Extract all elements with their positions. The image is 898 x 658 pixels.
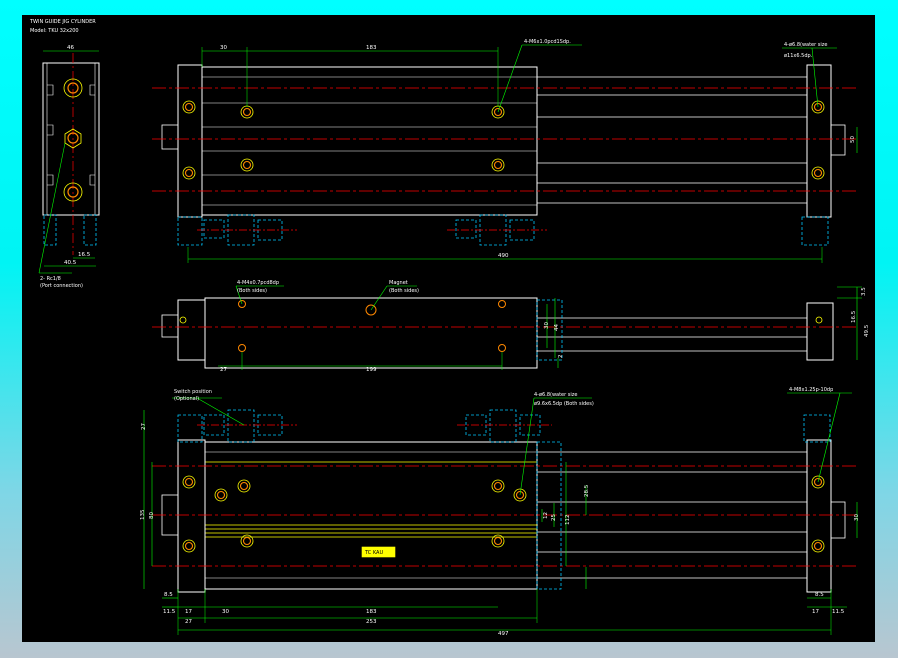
bot-dim-253: 253 — [366, 619, 377, 625]
top-hole-plate-left-upper — [182, 100, 196, 114]
top-dim-30: 30 — [220, 45, 227, 51]
side-dim-40-5: 40.5 — [64, 260, 77, 266]
mid-dim-16-5: 16.5 — [851, 310, 857, 323]
side-dim-46: 46 — [67, 45, 74, 51]
mid-callout-left-sub: (Both sides) — [237, 288, 267, 294]
bot-hole-plate-left-lower — [182, 539, 196, 553]
side-hole-bottom — [63, 182, 83, 202]
mid-magnet — [365, 304, 377, 316]
side-view: 46 16.5 40.5 2- Rc1/8 (Port connection) — [38, 45, 100, 289]
bot-dim-11-5r: 11.5 — [832, 609, 845, 615]
mid-callout-center: Magnet — [389, 280, 408, 286]
top-callout-holes: 4-M6x1.0pcd1Sdp. — [524, 39, 571, 45]
bot-hole-plate-left-upper — [182, 475, 196, 489]
mid-hole-4 — [498, 344, 506, 352]
mid-dim-30: 30 — [544, 322, 550, 329]
bot-dim-27: 27 — [185, 619, 192, 625]
top-dim-490: 490 — [498, 253, 509, 259]
bot-dim-30r: 30 — [854, 514, 860, 521]
bot-dim-8-5r: 8.5 — [815, 592, 824, 598]
bot-hole-plate-right-upper — [811, 475, 825, 489]
side-hole-top — [63, 78, 83, 98]
top-callout-end: 4-ø6.8(water size — [784, 42, 827, 48]
top-dim-183: 183 — [366, 45, 377, 51]
bot-dim-12: 12 — [543, 512, 549, 519]
drawing-title: TWIN GUIDE JIG CYLINDER — [29, 19, 96, 25]
top-port-right — [447, 214, 547, 246]
bottom-rail — [205, 524, 537, 538]
bot-dim-497: 497 — [498, 631, 509, 637]
mid-dim-2: 2 — [558, 355, 564, 359]
mid-dim-3-5: 3.5 — [861, 287, 867, 296]
bot-dim-183: 183 — [366, 609, 377, 615]
nameplate-text: TC KAU — [364, 550, 383, 556]
bot-hole-3 — [240, 534, 254, 548]
bot-dim-25: 25 — [551, 514, 557, 521]
mid-callout-center-sub: (Both sides) — [389, 288, 419, 294]
bot-dim-8-5: 8.5 — [164, 592, 173, 598]
bot-dim-11-5: 11.5 — [163, 609, 176, 615]
bot-callout-right: 4-M8x1.25p-10dp — [789, 387, 833, 393]
mid-dim-44: 44 — [554, 324, 560, 331]
bot-hole-5 — [513, 488, 527, 502]
top-hole-body-2 — [240, 158, 254, 172]
bot-callout-switch-sub: (Optional) — [174, 396, 199, 402]
top-hole-plate-left-lower — [182, 166, 196, 180]
bot-dim-80: 80 — [149, 512, 155, 519]
bot-dim-135: 135 — [140, 509, 146, 520]
top-dim-50: 50 — [850, 136, 856, 143]
bot-hole-2 — [237, 479, 251, 493]
mid-hole-1 — [238, 300, 246, 308]
side-dim-16-5: 16.5 — [78, 252, 91, 258]
bot-hole-plate-right-lower — [811, 539, 825, 553]
mid-hole-2 — [238, 344, 246, 352]
bot-dim-17r: 17 — [812, 609, 819, 615]
cad-drawing: TWIN GUIDE JIG CYLINDER Model: TKU 32x20… — [29, 19, 870, 637]
side-port-sub: (Port connection) — [40, 283, 83, 289]
bot-dim-27v: 27 — [141, 423, 147, 430]
top-hole-body-1 — [240, 105, 254, 119]
bot-dim-112: 112 — [565, 515, 571, 526]
mid-callout-left: 4-M4x0.7pcd8dp — [237, 280, 279, 286]
bot-callout-switch: Switch position — [174, 389, 212, 395]
side-hole-center — [64, 128, 82, 149]
cad-drawing-frame: TWIN GUIDE JIG CYLINDER Model: TKU 32x20… — [22, 15, 875, 642]
top-callout-end2: ø11x6.5dp. — [784, 53, 813, 59]
mid-dim-49-5: 49.5 — [864, 324, 870, 337]
drawing-model: Model: TKU 32x200 — [30, 28, 79, 34]
bot-callout-center-sub: ø9.6x6.5dp (Both sides) — [534, 401, 594, 407]
mid-dim-27: 27 — [220, 367, 227, 373]
mid-hole-3 — [498, 300, 506, 308]
bot-hole-6 — [491, 534, 505, 548]
bot-dim-17: 17 — [185, 609, 192, 615]
side-port-label: 2- Rc1/8 — [40, 276, 61, 282]
top-hole-plate-right-lower — [811, 166, 825, 180]
bot-callout-center: 4-ø6.8(water size — [534, 392, 577, 398]
top-view: 30 183 490 50 4-M6x1.0pcd1Sdp. 4-ø6.8(wa… — [152, 39, 858, 263]
middle-view: 4-M4x0.7pcd8dp (Both sides) Magnet (Both… — [152, 280, 870, 373]
bot-port-left — [197, 409, 297, 443]
bot-port-right — [457, 409, 552, 443]
bot-dim-28-5: 28.5 — [584, 484, 590, 497]
bot-dim-30: 30 — [222, 609, 229, 615]
mid-dim-199: 199 — [366, 367, 377, 373]
nameplate: TC KAU — [361, 546, 396, 558]
bot-hole-1 — [214, 488, 228, 502]
bottom-view: TC KAU Switch position (Optional) 4-ø6.8… — [140, 387, 860, 637]
bot-hole-4 — [491, 479, 505, 493]
top-hole-plate-right-upper — [811, 100, 825, 114]
top-hole-body-4 — [491, 158, 505, 172]
top-port-left — [197, 214, 297, 246]
